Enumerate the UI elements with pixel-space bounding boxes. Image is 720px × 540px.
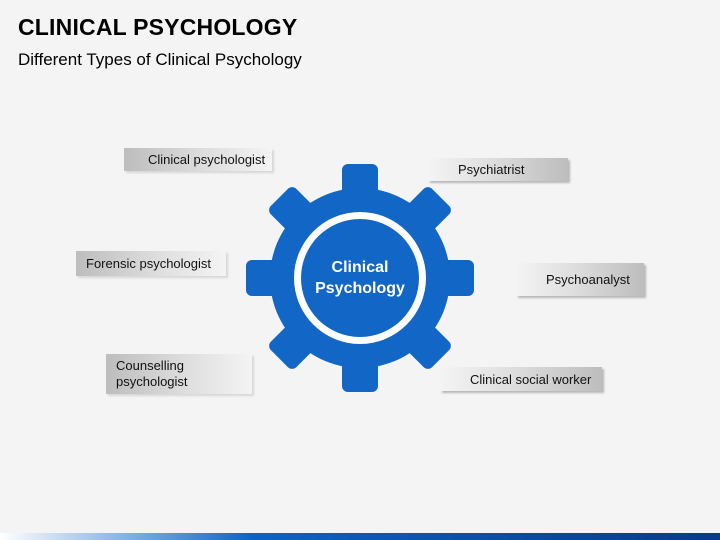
label-forensic-psychologist-text: Forensic psychologist [86,256,211,271]
label-counselling-line2: psychologist [116,374,188,389]
label-psychoanalyst: Psychoanalyst [516,263,644,296]
label-forensic-psychologist: Forensic psychologist [76,251,226,276]
label-clinical-social-worker: Clinical social worker [440,367,602,391]
label-psychiatrist: Psychiatrist [428,158,568,181]
gear-diagram: Clinical Psychology [244,162,476,394]
label-clinical-psychologist-text: Clinical psychologist [148,152,266,167]
label-psychoanalyst-text: Psychoanalyst [546,272,630,287]
bottom-accent-bar [0,533,720,540]
page-title: CLINICAL PSYCHOLOGY [18,14,298,40]
gear-icon [246,164,474,392]
label-counselling-line1: Counselling [116,358,184,373]
center-label-line2: Psychology [315,280,405,297]
label-counselling-psychologist-text: Counselling psychologist [116,358,188,390]
center-label-line1: Clinical [331,259,389,276]
label-psychiatrist-text: Psychiatrist [458,162,525,177]
center-label: Clinical Psychology [244,162,476,394]
label-clinical-psychologist: Clinical psychologist [124,148,272,171]
page-subtitle: Different Types of Clinical Psychology [18,50,302,69]
label-counselling-psychologist: Counselling psychologist [106,354,252,394]
gear-core [301,219,419,337]
label-clinical-social-worker-text: Clinical social worker [470,371,592,387]
